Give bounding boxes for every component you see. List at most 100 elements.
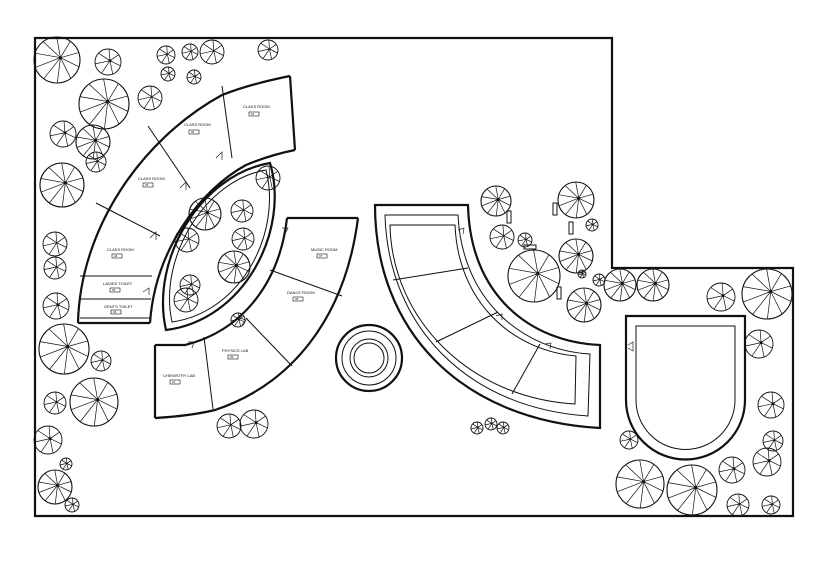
tree-icon	[49, 120, 77, 148]
bench	[506, 210, 512, 224]
tree-icon	[585, 218, 599, 232]
room-tag-box	[111, 253, 123, 259]
room-tag-class-room-3: 03	[145, 183, 149, 187]
room-label-music-room: MUSIC ROOM	[311, 247, 337, 252]
door-swing	[282, 227, 289, 235]
tree-icon	[64, 497, 80, 513]
tree-icon	[507, 249, 561, 303]
tree-icon	[173, 287, 199, 313]
south-wing-inner-wall	[155, 217, 289, 347]
courtyard-outer-edge	[161, 161, 276, 332]
tree-icon	[257, 39, 279, 61]
tree-icon	[484, 417, 498, 431]
amphitheatre-inner	[384, 214, 591, 417]
tree-icon	[43, 256, 67, 280]
tree-icon	[137, 85, 163, 111]
tree-icon	[489, 224, 515, 250]
partition	[221, 85, 233, 159]
site-furniture	[506, 202, 574, 300]
partition	[269, 269, 343, 297]
tree-icon	[706, 282, 736, 312]
room-tag-class-room-2: 02	[191, 130, 195, 134]
tree-icon	[181, 43, 199, 61]
tree-icon	[33, 36, 81, 84]
room-tag-box	[142, 182, 154, 188]
door-swing	[179, 181, 187, 190]
tree-icon	[592, 273, 606, 287]
tree-icon	[217, 250, 251, 284]
door-swing	[544, 342, 552, 350]
tree-icon	[619, 430, 639, 450]
bench	[556, 286, 562, 300]
tree-icon	[577, 269, 587, 279]
door-swing	[188, 341, 195, 349]
room-label-gents-toilet: GENTS TOILET	[104, 304, 133, 309]
pool-inner-edge	[635, 325, 736, 450]
room-label-chemistry-lab: CHEMISTRY LAB	[163, 373, 195, 378]
tree-icon	[43, 391, 67, 415]
tree-icon	[726, 493, 750, 517]
room-tag-box	[188, 129, 200, 135]
tree-icon	[216, 413, 242, 439]
tree-icon	[666, 464, 718, 516]
room-label-class-room-2: CLASS ROOM	[184, 122, 211, 127]
room-tag-dance-room: 08	[295, 297, 299, 301]
west-wing-inner-wall	[148, 148, 296, 324]
west-wing-outer-wall	[76, 74, 291, 324]
room-tag-box	[227, 354, 239, 360]
door-swing	[457, 227, 465, 235]
tree-icon	[636, 268, 670, 302]
south-lab-wing: MUSIC ROOM 07 DANCE ROOM 08 PHYSICS LAB …	[153, 216, 360, 420]
bench	[552, 202, 558, 216]
tree-icon	[59, 457, 73, 471]
tree-icon	[239, 409, 269, 439]
room-tag-box	[109, 287, 121, 293]
room-tag-music-room: 07	[319, 254, 323, 258]
seating-division	[435, 311, 499, 343]
tree-icon	[94, 48, 122, 76]
tree-icon	[179, 274, 201, 296]
tree-icon	[230, 312, 246, 328]
site-boundary	[33, 36, 795, 518]
tree-icon	[33, 425, 63, 455]
room-label-ladies-toilet: LADIES TOILET	[103, 281, 133, 286]
room-tag-box	[316, 253, 328, 259]
partition	[203, 336, 214, 410]
tree-icon	[744, 329, 774, 359]
tree-icon	[231, 227, 255, 251]
room-tag-box	[292, 296, 304, 302]
tree-icon	[69, 377, 119, 427]
tree-icon	[37, 469, 73, 505]
curved-amphitheatre	[373, 203, 602, 430]
circular-fountain	[334, 323, 404, 393]
bench	[568, 221, 574, 235]
west-wing-end-wall	[288, 75, 297, 151]
room-tag-gents-toilet: 06	[113, 310, 117, 314]
room-tag-box	[248, 111, 260, 117]
room-label-class-room-1: CLASS ROOM	[243, 104, 270, 109]
door-swing	[142, 287, 150, 295]
south-wing-outer-wall	[154, 217, 360, 420]
room-tag-box	[110, 309, 122, 315]
room-tag-physics-lab: 09	[230, 355, 234, 359]
partition	[95, 202, 161, 237]
tree-icon	[757, 391, 785, 419]
tree-icon	[38, 323, 90, 375]
tree-icon	[603, 268, 637, 302]
partition	[147, 125, 191, 189]
seating-division	[392, 267, 469, 281]
tree-icon	[75, 124, 111, 160]
room-tag-ladies-toilet: 05	[112, 288, 116, 292]
seating-division	[511, 343, 541, 395]
door-swing	[215, 151, 223, 160]
room-label-physics-lab: PHYSICS LAB	[222, 348, 249, 353]
tree-icon	[566, 287, 602, 323]
tree-icon	[718, 456, 746, 484]
tree-icon	[255, 165, 281, 191]
tree-icon	[470, 421, 484, 435]
pool-outer-edge	[624, 314, 747, 461]
tree-icon	[85, 151, 107, 173]
tree-icon	[557, 181, 595, 219]
door-swing	[495, 313, 503, 320]
